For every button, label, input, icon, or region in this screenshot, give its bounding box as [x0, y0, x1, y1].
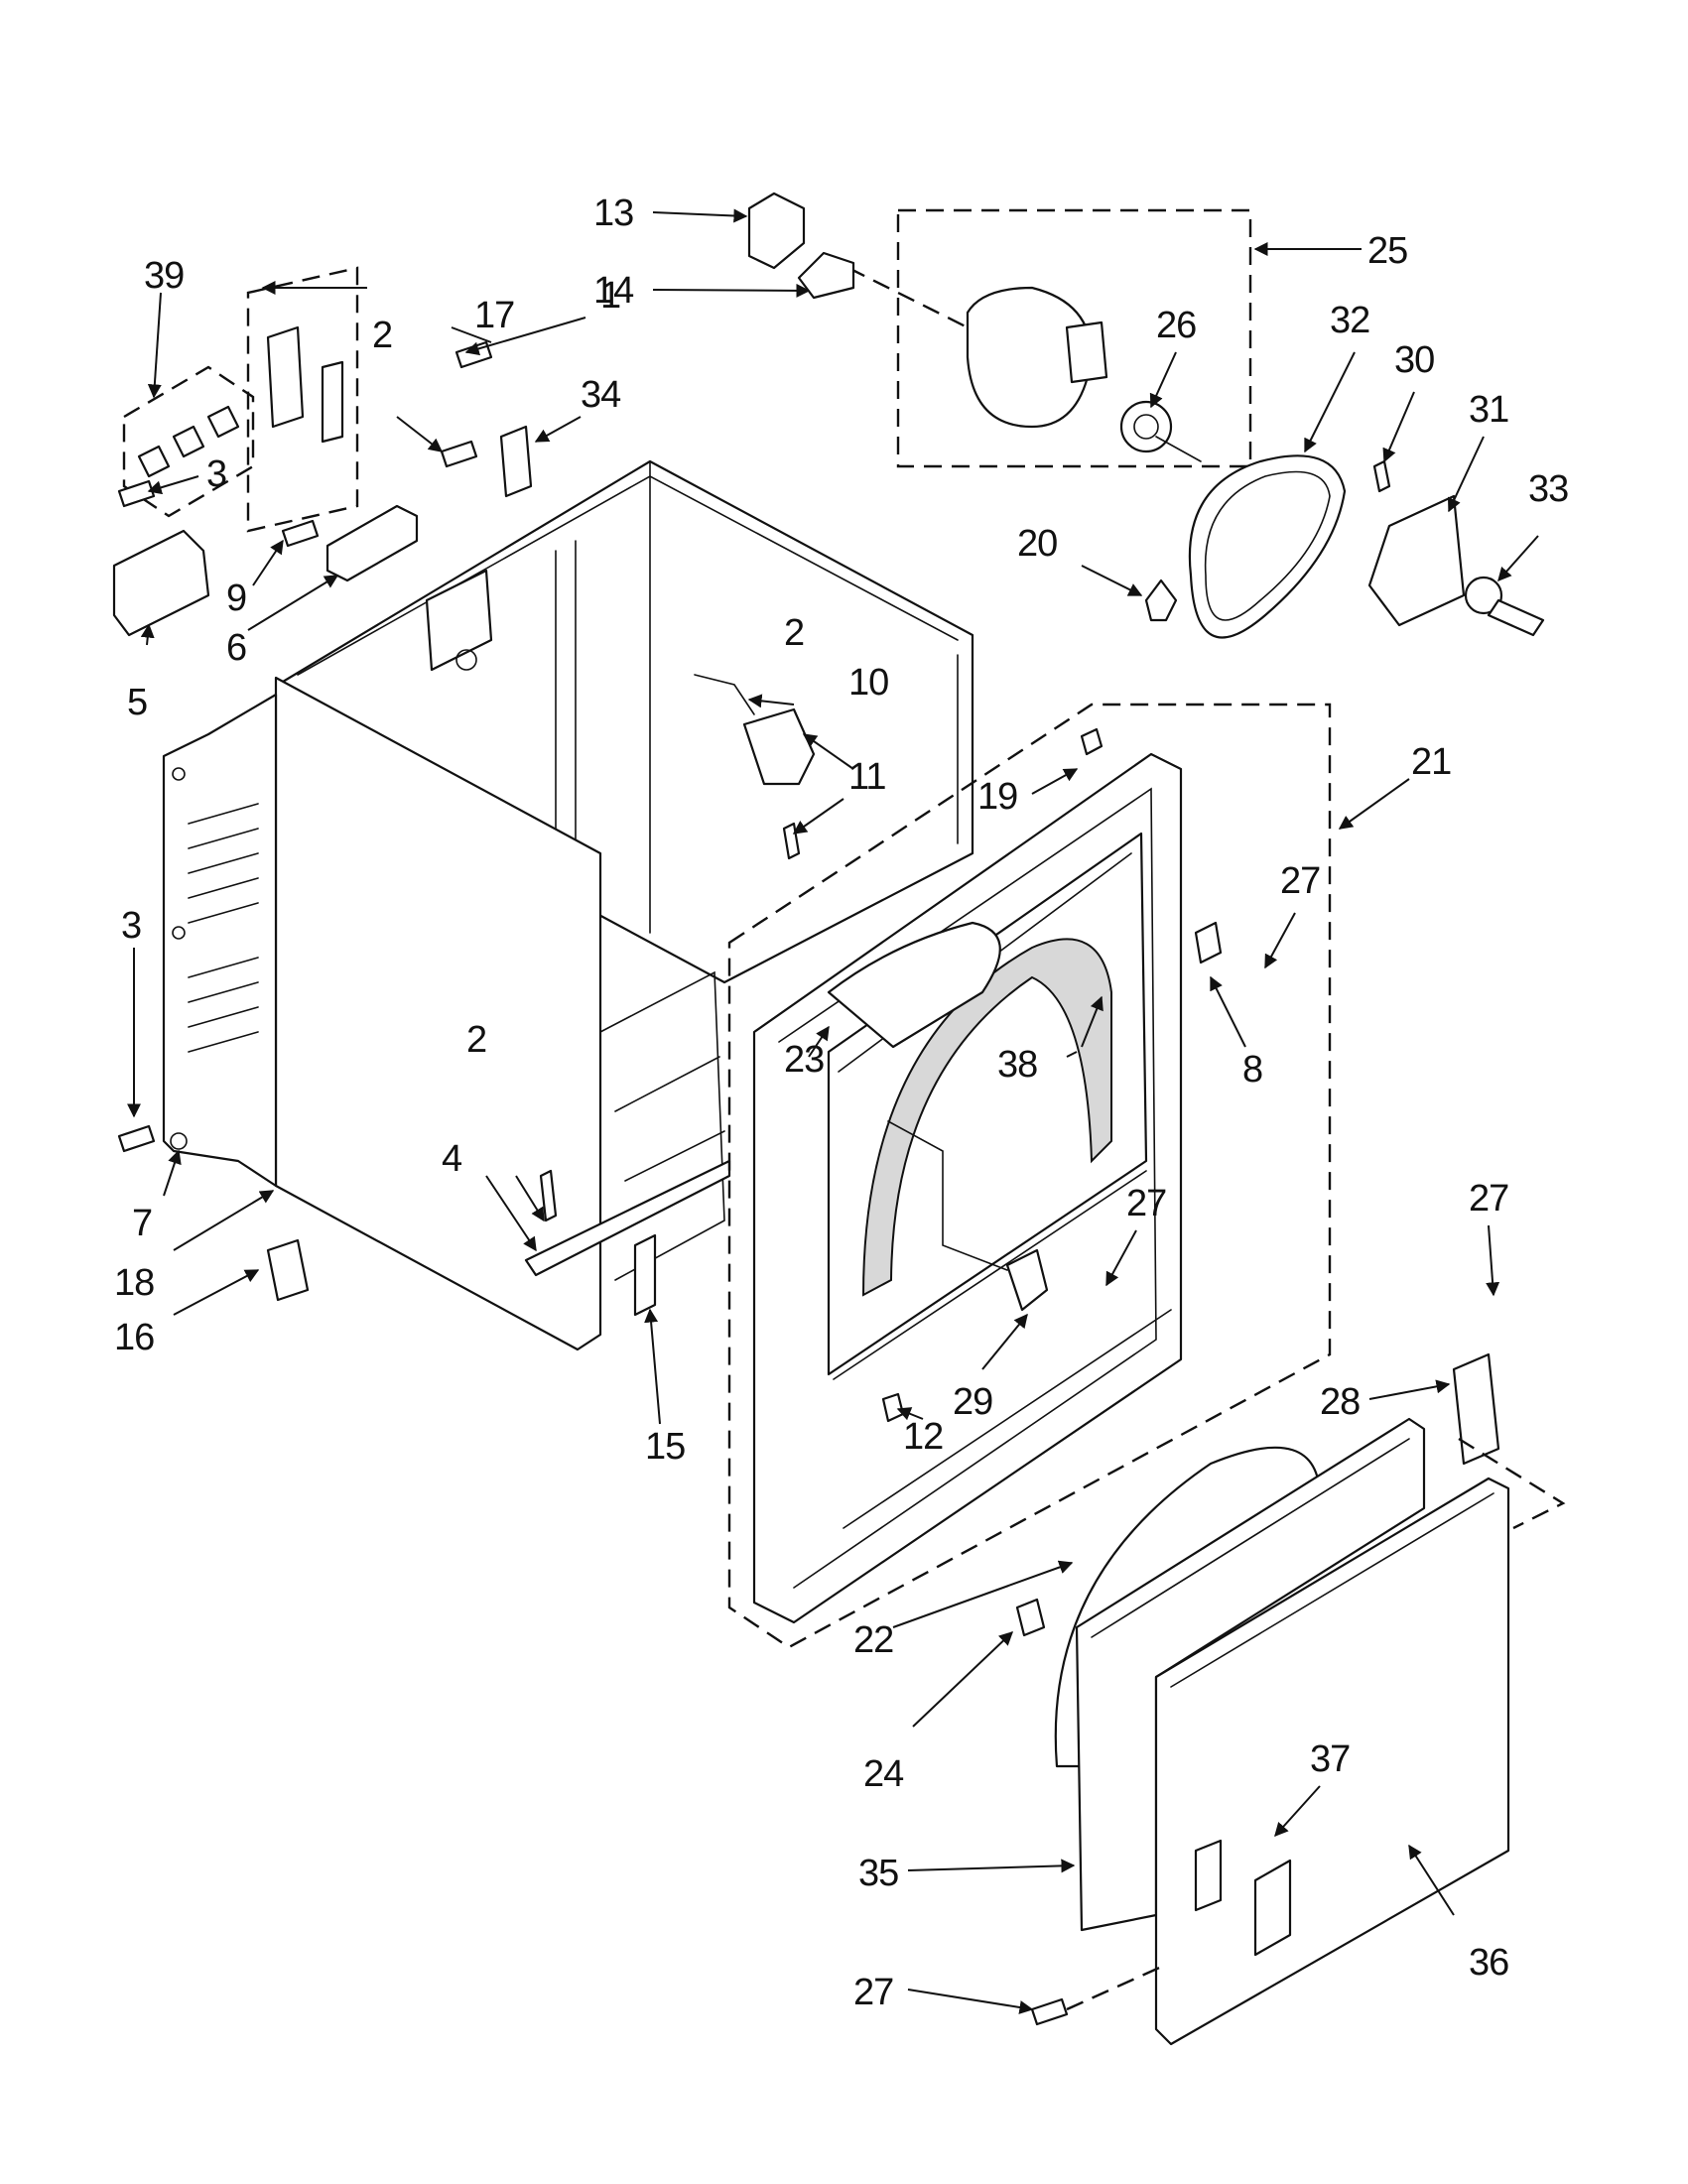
- callout-4: 4: [442, 1138, 462, 1180]
- callout-26: 26: [1156, 305, 1196, 346]
- leader-arrows: [127, 208, 1539, 2014]
- callout-7: 7: [132, 1203, 152, 1244]
- callout-14: 14: [593, 270, 634, 312]
- motor-assembly: [747, 192, 1252, 468]
- belt-and-pulleys: [1144, 454, 1545, 639]
- callout-17: 17: [474, 295, 514, 336]
- callout-2: 2: [784, 612, 804, 654]
- callout-31: 31: [1469, 389, 1508, 431]
- callout-9: 9: [226, 578, 246, 619]
- callout-27: 27: [853, 1972, 893, 2013]
- callout-2: 2: [466, 1019, 486, 1061]
- callout-12: 12: [903, 1416, 943, 1458]
- callout-24: 24: [863, 1753, 904, 1795]
- callout-23: 23: [784, 1039, 824, 1081]
- callout-1: 1: [600, 275, 620, 317]
- callout-35: 35: [858, 1853, 898, 1894]
- callout-8: 8: [1242, 1049, 1262, 1091]
- front-panel: [727, 703, 1332, 1649]
- callout-18: 18: [114, 1262, 154, 1304]
- callout-21: 21: [1411, 741, 1451, 783]
- callout-5: 5: [127, 682, 147, 723]
- callout-20: 20: [1017, 523, 1057, 565]
- callout-27: 27: [1126, 1183, 1166, 1224]
- callout-15: 15: [645, 1426, 685, 1468]
- callout-28: 28: [1320, 1381, 1360, 1423]
- callout-27: 27: [1469, 1178, 1508, 1220]
- callout-32: 32: [1330, 300, 1369, 341]
- callout-37: 37: [1310, 1738, 1350, 1780]
- callout-19: 19: [977, 776, 1017, 818]
- callout-13: 13: [593, 193, 633, 234]
- cabinet: [162, 459, 974, 1351]
- callout-16: 16: [114, 1317, 154, 1358]
- callout-38: 38: [997, 1044, 1037, 1086]
- callout-27: 27: [1280, 860, 1320, 902]
- callout-3: 3: [121, 905, 141, 947]
- callout-6: 6: [226, 627, 246, 669]
- callout-10: 10: [848, 662, 888, 704]
- callout-36: 36: [1469, 1942, 1508, 1984]
- door-assembly: [1015, 1352, 1566, 2046]
- callout-39: 39: [144, 255, 184, 297]
- callout-25: 25: [1367, 230, 1407, 272]
- callout-11: 11: [848, 756, 885, 798]
- callout-30: 30: [1394, 339, 1434, 381]
- callout-labels: 1 2 2 2 3 3 4 5 6 7 8 9 10 11 12 13 14 1…: [114, 193, 1569, 2013]
- callout-2: 2: [372, 315, 392, 356]
- callout-22: 22: [853, 1619, 893, 1661]
- callout-29: 29: [953, 1381, 992, 1423]
- callout-33: 33: [1528, 468, 1568, 510]
- callout-3: 3: [206, 453, 226, 495]
- callout-34: 34: [581, 374, 621, 416]
